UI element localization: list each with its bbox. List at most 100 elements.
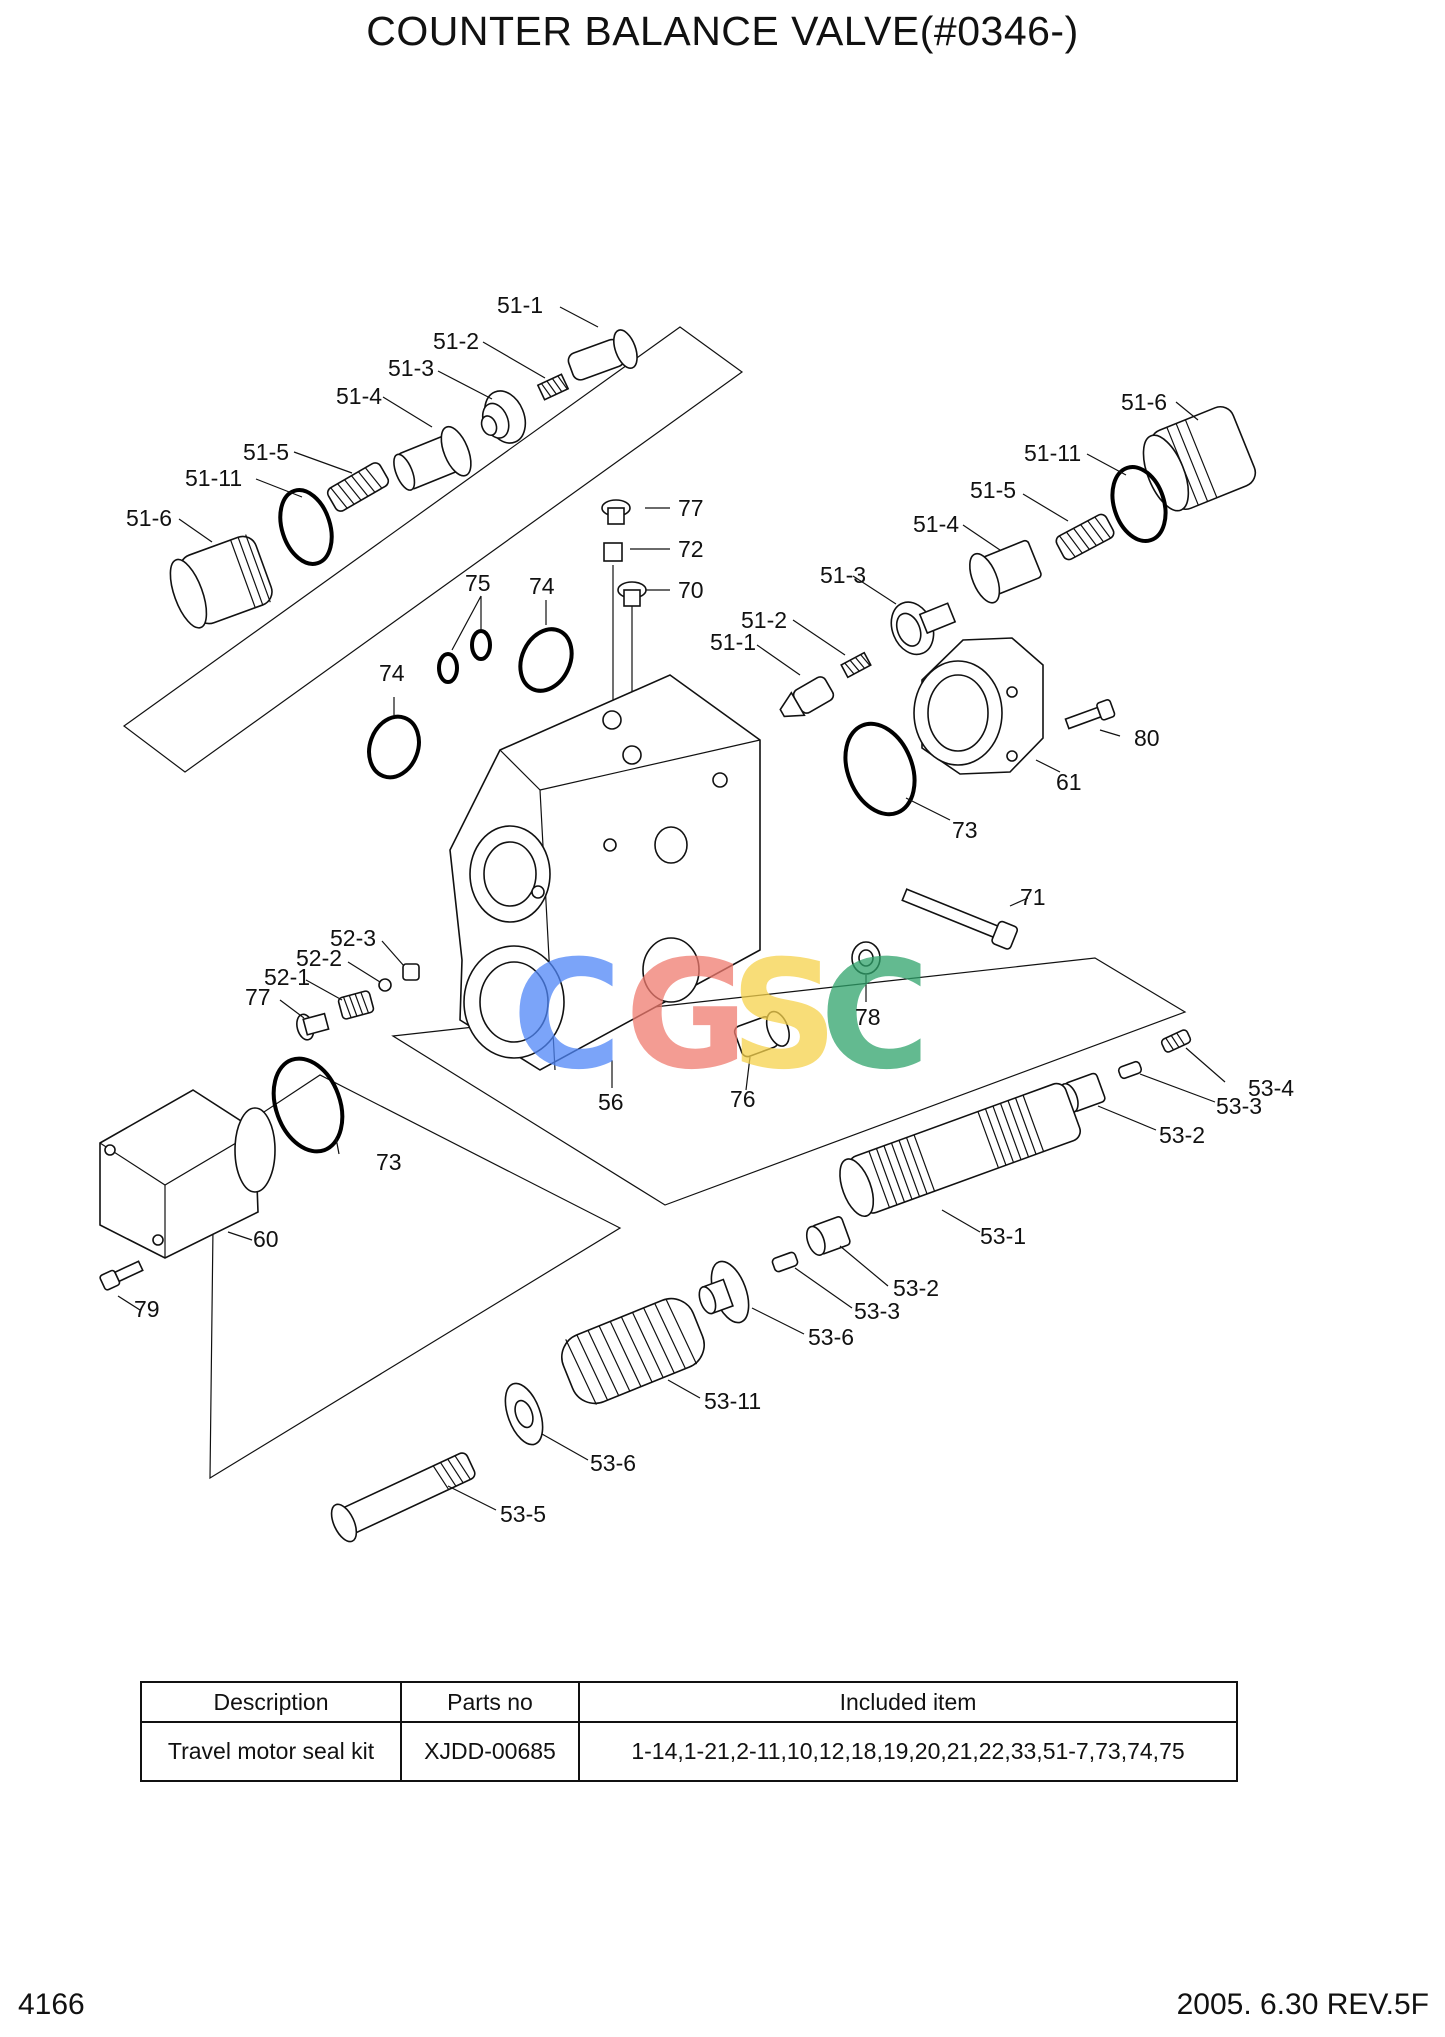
part-51-2-upper (536, 373, 570, 401)
callout-73-lower: 73 (376, 1149, 402, 1175)
frame-lower-left (209, 1074, 622, 1480)
part-51-11-right (1110, 465, 1168, 543)
part-76 (733, 1010, 790, 1058)
part-53-3-lower (771, 1251, 799, 1273)
table-header-row: Description Parts no Included item (140, 1681, 1238, 1723)
callout-60: 60 (253, 1226, 279, 1252)
callout-51-5-right: 51-5 (970, 477, 1016, 503)
callout-53-3-upper: 53-3 (1216, 1093, 1262, 1119)
callout-61: 61 (1056, 769, 1082, 795)
header-included-item: Included item (578, 1681, 1238, 1723)
seal-kit-table: Description Parts no Included item Trave… (140, 1681, 1238, 1782)
page-number: 4166 (18, 1988, 85, 2021)
callout-53-2-lower: 53-2 (893, 1275, 939, 1301)
part-51-4-upper (393, 425, 472, 491)
callout-77-lower: 77 (245, 984, 271, 1010)
watermark-cgsc: C G S C (512, 929, 930, 1103)
callout-53-6-lower: 53-6 (590, 1450, 636, 1476)
callout-52-2: 52-2 (296, 945, 342, 971)
callout-78: 78 (855, 1004, 881, 1030)
part-51-6-right (1142, 406, 1257, 512)
callout-52-3: 52-3 (330, 925, 376, 951)
cartridge-upper-right (779, 406, 1257, 718)
table-row: Travel motor seal kit XJDD-00685 1-14,1-… (140, 1721, 1238, 1782)
callout-53-1: 53-1 (980, 1223, 1026, 1249)
leader-lines (117, 306, 1226, 1511)
part-52-3 (402, 963, 420, 981)
part-79-bolt (99, 1260, 144, 1291)
frame-middle (391, 957, 1187, 1206)
callout-51-1-right: 51-1 (710, 629, 756, 655)
callout-77-upper: 77 (678, 495, 704, 521)
callout-56: 56 (598, 1089, 624, 1115)
cell-description: Travel motor seal kit (140, 1721, 402, 1782)
part-52-2 (378, 978, 392, 992)
part-75-oring-b (470, 629, 492, 661)
part-80-bolt (1064, 699, 1116, 730)
callout-80: 80 (1134, 725, 1160, 751)
watermark-letter-s: S (730, 929, 838, 1103)
callout-51-3-right: 51-3 (820, 562, 866, 588)
part-75-oring-a (437, 652, 459, 684)
callout-51-3-upper: 51-3 (388, 355, 434, 381)
part-51-11-upper (278, 488, 334, 566)
callout-76: 76 (730, 1086, 756, 1112)
cell-included-item: 1-14,1-21,2-11,10,12,18,19,20,21,22,33,5… (578, 1721, 1238, 1782)
part-51-3-right (890, 601, 957, 656)
part-51-2-right (840, 651, 872, 679)
frame-upper (122, 326, 744, 773)
part-51-3-upper (480, 390, 527, 444)
callout-51-2-right: 51-2 (741, 607, 787, 633)
date-revision: 2005. 6.30 REV.5F (1176, 1988, 1429, 2021)
part-52-1 (337, 990, 375, 1020)
part-72 (603, 542, 623, 562)
cell-parts-no: XJDD-00685 (400, 1721, 580, 1782)
part-53-2-lower (805, 1216, 851, 1256)
callout-79: 79 (134, 1296, 160, 1322)
callout-51-6-upper: 51-6 (126, 505, 172, 531)
part-51-4-right (969, 539, 1042, 604)
callout-72: 72 (678, 536, 704, 562)
part-53-4-upper (1160, 1029, 1192, 1053)
part-61-block (913, 637, 1044, 775)
part-71-bolt (901, 888, 1019, 950)
part-74-oring-left (367, 714, 421, 780)
callout-53-3-lower: 53-3 (854, 1298, 900, 1324)
part-51-1-upper (567, 329, 638, 381)
callout-51-2-upper: 51-2 (433, 328, 479, 354)
part-51-5-upper (326, 462, 390, 512)
callout-53-6-upper: 53-6 (808, 1324, 854, 1350)
callout-53-11: 53-11 (704, 1388, 761, 1414)
callout-73-right: 73 (952, 817, 978, 843)
cartridge-upper-left (169, 329, 638, 629)
part-53-3-upper (1117, 1060, 1143, 1080)
part-73-oring-right (843, 721, 917, 817)
part-53-6-lower (504, 1382, 544, 1446)
callout-51-11-upper: 51-11 (185, 465, 242, 491)
callout-53-5: 53-5 (500, 1501, 546, 1527)
part-51-5-right (1055, 513, 1115, 561)
page-title: COUNTER BALANCE VALVE(#0346-) (366, 8, 1079, 54)
callout-51-5-upper: 51-5 (243, 439, 289, 465)
part-53-5-rod (330, 1452, 476, 1543)
callout-53-4-upper: 53-4 (1248, 1075, 1294, 1101)
callout-52-1: 52-1 (264, 964, 310, 990)
callout-74-left: 74 (379, 660, 405, 686)
callout-71: 71 (1020, 884, 1046, 910)
part-51-6-upper (169, 534, 273, 629)
part-60-cover (99, 1089, 276, 1259)
callout-51-1-upper: 51-1 (497, 292, 543, 318)
watermark-letter-g: G (625, 929, 748, 1103)
callout-74-upper: 74 (529, 573, 555, 599)
watermark-letter-c2: C (820, 929, 930, 1103)
callout-labels: 51-1 51-2 51-3 51-4 51-5 51-11 51-6 51-6… (126, 292, 1294, 1527)
callout-75: 75 (465, 570, 491, 596)
callout-51-4-right: 51-4 (913, 511, 959, 537)
callout-51-11-right: 51-11 (1024, 440, 1081, 466)
callout-70: 70 (678, 577, 704, 603)
part-53-1-spool (839, 1082, 1082, 1218)
part-77-upper (601, 499, 631, 525)
header-description: Description (140, 1681, 402, 1723)
part-73-oring-lower (271, 1056, 345, 1154)
part-77-lower (296, 1012, 330, 1041)
